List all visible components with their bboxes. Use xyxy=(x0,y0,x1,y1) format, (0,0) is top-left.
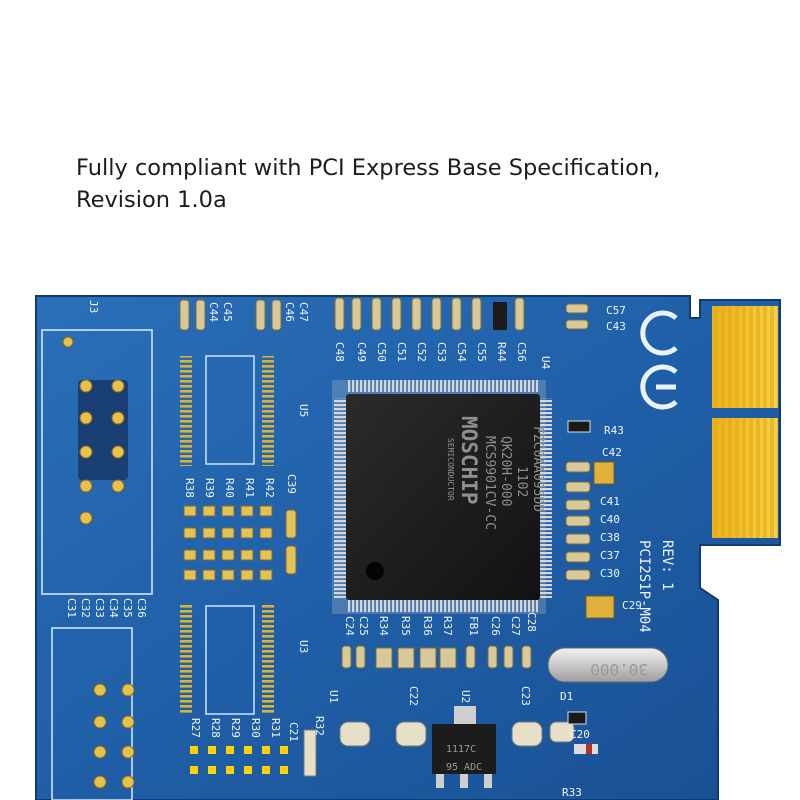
label-c23: C23 xyxy=(519,686,532,706)
label-c48: C48 xyxy=(333,342,346,362)
label-c50: C50 xyxy=(375,342,388,362)
label-r33: R33 xyxy=(562,786,582,799)
board-model: PCI2S1P-M04 xyxy=(636,540,652,633)
label-c30: C30 xyxy=(600,567,620,580)
label-r34: R34 xyxy=(377,616,390,636)
u3-chip xyxy=(180,604,274,715)
label-c54: C54 xyxy=(455,342,468,362)
label-r32: R32 xyxy=(313,716,326,736)
label-c40: C40 xyxy=(600,513,620,526)
label-c53: C53 xyxy=(435,342,448,362)
label-c47: C47 xyxy=(297,302,310,322)
label-c35: C35 xyxy=(121,598,134,618)
label-c38: C38 xyxy=(600,531,620,544)
ce-mark-text: CE xyxy=(0,0,2,1)
chip-line-4: FZC0AA095DD xyxy=(530,426,545,512)
label-r35: R35 xyxy=(399,616,412,636)
label-u1: U1 xyxy=(327,690,340,703)
resistor-grid xyxy=(183,505,297,581)
label-u3: U3 xyxy=(297,640,310,653)
label-u5: U5 xyxy=(297,404,310,417)
chip-sub: SEMICONDUCTOR xyxy=(446,438,455,501)
label-c31: C31 xyxy=(65,598,78,618)
u5-chip xyxy=(180,355,274,466)
tantalum-capacitor-c42 xyxy=(593,461,615,485)
label-c32: C32 xyxy=(79,598,92,618)
label-c57: C57 xyxy=(606,304,626,317)
label-r40: R40 xyxy=(223,478,236,498)
label-r38: R38 xyxy=(183,478,196,498)
ce-mark xyxy=(640,310,678,410)
label-c24: C24 xyxy=(343,616,356,636)
label-d1: D1 xyxy=(560,690,573,703)
label-c36: C36 xyxy=(135,598,148,618)
label-r29: R29 xyxy=(229,718,242,738)
caption: Fully compliant with PCI Express Base Sp… xyxy=(76,152,660,216)
moschip-controller-chip: MOSCHIP SEMICONDUCTOR MCS9901CV-CC QK20H… xyxy=(332,380,552,614)
label-c55: C55 xyxy=(475,342,488,362)
label-c26: C26 xyxy=(489,616,502,636)
label-c25: C25 xyxy=(357,616,370,636)
label-c46: C46 xyxy=(283,302,296,322)
label-c51: C51 xyxy=(395,342,408,362)
label-c52: C52 xyxy=(415,342,428,362)
label-c56: C56 xyxy=(515,342,528,362)
voltage-regulator-u2: 1117C 95 ADC xyxy=(432,706,496,788)
chip-line-2: QK20H-000 xyxy=(498,436,513,506)
label-r42: R42 xyxy=(263,478,276,498)
chip-brand: MOSCHIP xyxy=(457,416,481,505)
label-r37: R37 xyxy=(441,616,454,636)
label-c45: C45 xyxy=(221,302,234,322)
label-c42: C42 xyxy=(602,446,622,459)
label-c22: C22 xyxy=(407,686,420,706)
label-r43: R43 xyxy=(604,424,624,437)
label-c41: C41 xyxy=(600,495,620,508)
label-u2: U2 xyxy=(459,690,472,703)
label-c21: C21 xyxy=(287,722,300,742)
label-r28: R28 xyxy=(209,718,222,738)
label-j3: J3 xyxy=(87,300,100,313)
right-capacitor-column xyxy=(565,461,591,581)
label-c39: C39 xyxy=(285,474,298,494)
tantalum-capacitor-c29 xyxy=(585,595,615,619)
chip-line-1: MCS9901CV-CC xyxy=(482,436,497,530)
serial-header-pins xyxy=(62,336,135,789)
label-c44: C44 xyxy=(207,302,220,322)
label-r30: R30 xyxy=(249,718,262,738)
regulator-line-2: 95 ADC xyxy=(446,762,482,773)
crystal-label: 30.000 xyxy=(590,660,648,679)
label-c20: C20 xyxy=(570,728,590,741)
label-c28: C28 xyxy=(525,612,538,632)
label-c34: C34 xyxy=(107,598,120,618)
label-c49: C49 xyxy=(355,342,368,362)
label-fb1: FB1 xyxy=(467,616,480,636)
label-c33: C33 xyxy=(93,598,106,618)
regulator-line-1: 1117C xyxy=(446,744,476,755)
crystal-oscillator: 30.000 xyxy=(547,647,669,683)
label-r39: R39 xyxy=(203,478,216,498)
bottom-left-pads xyxy=(190,746,288,774)
label-c29: C29 xyxy=(622,599,642,612)
label-r27: R27 xyxy=(189,718,202,738)
label-r31: R31 xyxy=(269,718,282,738)
capacitor-row-top xyxy=(179,297,589,331)
caption-line-2: Revision 1.0a xyxy=(76,187,227,213)
chip-line-3: 1102 xyxy=(514,466,529,497)
board-rev: REV: 1 xyxy=(659,540,675,591)
label-r44: R44 xyxy=(495,342,508,362)
caption-line-1: Fully compliant with PCI Express Base Sp… xyxy=(76,155,661,181)
label-c37: C37 xyxy=(600,549,620,562)
label-r36: R36 xyxy=(421,616,434,636)
label-u4: U4 xyxy=(539,356,552,370)
label-c27: C27 xyxy=(509,616,522,636)
label-c43: C43 xyxy=(606,320,626,333)
label-r41: R41 xyxy=(243,478,256,498)
